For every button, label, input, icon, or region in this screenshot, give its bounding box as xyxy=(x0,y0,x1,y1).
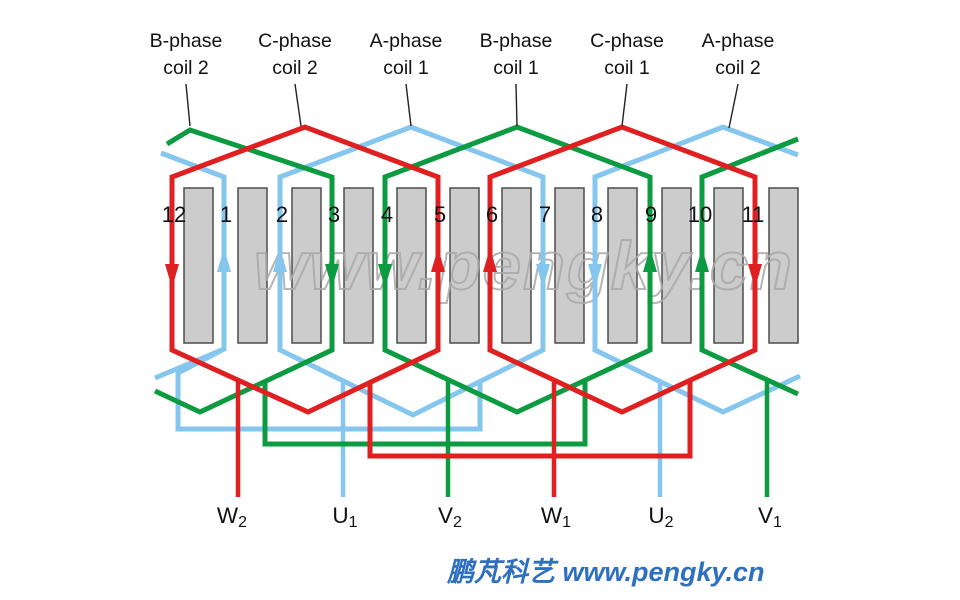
coil-label-c2-line1: C-phase xyxy=(258,30,332,52)
stator-tooth xyxy=(449,187,480,344)
slot-number: 10 xyxy=(688,202,712,227)
current-arrow-slot2-up xyxy=(273,248,287,272)
current-arrow-slot8-down xyxy=(588,264,602,288)
current-arrow-slot6-up xyxy=(483,248,497,272)
a-phase-coil-1-outline xyxy=(277,124,546,418)
coil-label-b2-line2: coil 2 xyxy=(163,57,209,79)
b-phase-coil-1-outline xyxy=(382,124,653,415)
terminal-label-v2: V2 xyxy=(438,503,462,531)
current-arrow-slot1-up xyxy=(217,248,231,272)
slot-number: 12 xyxy=(162,202,186,227)
coil-labels: B-phase coil 2 C-phase coil 2 A-phase co… xyxy=(150,30,775,129)
terminal-letter: U xyxy=(332,503,348,528)
stator-tooth xyxy=(768,187,799,344)
coil-label-c2-line2: coil 2 xyxy=(272,57,318,79)
stator-tooth xyxy=(554,187,585,344)
terminal-label-u2: U2 xyxy=(648,503,673,531)
stator-tooth xyxy=(396,187,427,344)
stator-tooth xyxy=(661,187,692,344)
b-phase-coils xyxy=(153,124,800,497)
label-leader-line xyxy=(728,83,739,129)
coil-label-b2-line1: B-phase xyxy=(150,30,223,52)
b-phase-coil-2-left-part xyxy=(153,127,335,415)
terminal-letter: W xyxy=(217,503,239,528)
coil-label-a1-line1: A-phase xyxy=(370,30,443,52)
slot-numbers: 12 1 2 3 4 5 6 7 8 9 10 11 xyxy=(162,202,765,227)
slot-number: 11 xyxy=(742,202,765,227)
terminal-subscript: 2 xyxy=(453,514,462,531)
coil-label-a2-line1: A-phase xyxy=(702,30,775,52)
a-phase-coils xyxy=(154,124,802,497)
a-phase-coil-2-right-part xyxy=(592,124,802,415)
stator-tooth xyxy=(607,187,638,344)
terminal-letter: U xyxy=(648,503,664,528)
coil-label-b1-line1: B-phase xyxy=(480,30,553,52)
c-phase-series-connector xyxy=(367,380,693,459)
coil-label-c1-line1: C-phase xyxy=(590,30,664,52)
stator-teeth xyxy=(183,187,799,344)
c-phase-coils xyxy=(165,124,762,497)
footer-brand-text: 鹏芃科艺 www.pengky.cn xyxy=(446,557,765,587)
terminal-letter: W xyxy=(541,503,563,528)
label-leader-line xyxy=(405,83,412,127)
slot-number: 8 xyxy=(591,202,603,227)
coil-label-c1-line2: coil 1 xyxy=(604,57,650,79)
current-arrow-slot3-down xyxy=(325,264,339,288)
label-leader-line xyxy=(621,83,628,127)
stator-tooth xyxy=(183,187,214,344)
current-arrow-slot12-down xyxy=(165,264,179,288)
label-leader-line xyxy=(185,83,191,127)
terminal-letter: V xyxy=(758,503,773,528)
current-arrow-slot10-up xyxy=(695,248,709,272)
coil-label-a2-line2: coil 2 xyxy=(715,57,761,79)
slot-number: 3 xyxy=(328,202,340,227)
c-phase-coil-2-outline xyxy=(169,124,441,415)
stator-tooth xyxy=(713,187,744,344)
terminal-subscript: 1 xyxy=(562,514,571,531)
coil-label-a1-line2: coil 1 xyxy=(383,57,429,79)
slot-number: 7 xyxy=(539,202,551,227)
current-arrow-slot5-up xyxy=(431,248,445,272)
current-arrow-slot7-down xyxy=(536,264,550,288)
slot-number: 2 xyxy=(276,202,288,227)
terminal-label-w2: W2 xyxy=(217,503,247,531)
slot-number: 9 xyxy=(645,202,657,227)
stator-tooth xyxy=(291,187,322,344)
terminal-label-w1: W1 xyxy=(541,503,571,531)
slot-number: 1 xyxy=(220,202,232,227)
current-arrow-slot9-up xyxy=(643,248,657,272)
terminal-label-v1: V1 xyxy=(758,503,782,531)
stator-tooth xyxy=(501,187,532,344)
current-arrow-slot11-down xyxy=(748,264,762,288)
c-phase-coil-1-outline xyxy=(487,124,758,415)
slot-number: 4 xyxy=(381,202,393,227)
terminal-subscript: 2 xyxy=(665,514,674,531)
slot-number: 5 xyxy=(434,202,446,227)
stator-tooth xyxy=(343,187,374,344)
terminal-subscript: 2 xyxy=(238,514,247,531)
a-phase-series-connector xyxy=(175,346,483,432)
stator-tooth xyxy=(237,187,268,344)
label-leader-line xyxy=(515,83,518,127)
terminal-subscript: 1 xyxy=(773,514,782,531)
label-leader-line xyxy=(294,83,302,127)
terminal-labels: W2 U1 V2 W1 U2 V1 xyxy=(217,503,782,531)
terminal-letter: V xyxy=(438,503,453,528)
terminal-label-u1: U1 xyxy=(332,503,357,531)
slot-number: 6 xyxy=(486,202,498,227)
b-phase-series-connector xyxy=(262,380,588,447)
current-arrow-slot4-down xyxy=(378,264,392,288)
terminal-subscript: 1 xyxy=(349,514,358,531)
coil-label-b1-line2: coil 1 xyxy=(493,57,539,79)
